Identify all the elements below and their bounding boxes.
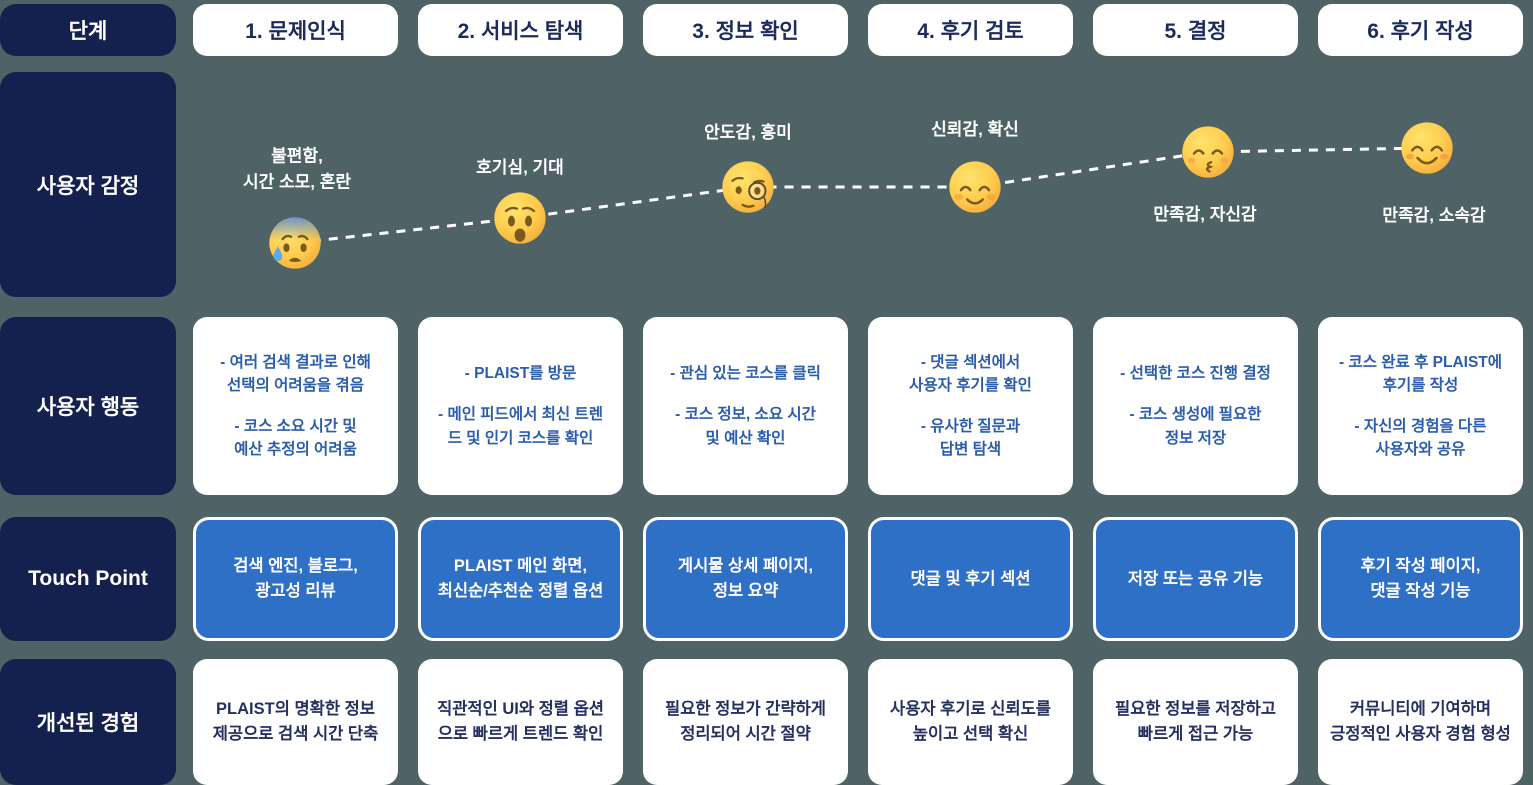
- user-action-item: - 관심 있는 코스를 클릭: [670, 365, 821, 383]
- touch-point-label: 후기 작성 페이지, 댓글 작성 기능: [1360, 557, 1481, 600]
- stage-header: 4. 후기 검토: [868, 4, 1073, 56]
- touch-point-label: 게시물 상세 페이지, 정보 요약: [677, 557, 814, 600]
- emotion-cell: 신뢰감, 확신: [868, 72, 1073, 297]
- touch-point-label: PLAIST 메인 화면, 최신순/추천순 정렬 옵션: [437, 557, 604, 600]
- anxious-sweat-emoji-icon: [267, 215, 323, 271]
- emotion-cell: 안도감, 흥미: [643, 72, 848, 297]
- improved-experience-label: 필요한 정보가 간략하게 정리되어 시간 절약: [665, 700, 826, 743]
- user-action-item: - 선택한 코스 진행 결정: [1120, 365, 1271, 383]
- improved-experience-label: 사용자 후기로 신뢰도를 높이고 선택 확신: [890, 700, 1051, 743]
- improved-experience-card: PLAIST의 명확한 정보 제공으로 검색 시간 단축: [193, 659, 398, 785]
- user-action-item: - 메인 피드에서 최신 트렌 드 및 인기 코스를 확인: [438, 406, 603, 447]
- improved-experience-label: 필요한 정보를 저장하고 빠르게 접근 가능: [1115, 700, 1276, 743]
- stage-header: 5. 결정: [1093, 4, 1298, 56]
- touch-point-label: 검색 엔진, 블로그, 광고성 리뷰: [233, 557, 358, 600]
- emotion-cell: 만족감, 소속감: [1318, 72, 1523, 297]
- user-action-item: - PLAIST를 방문: [464, 365, 577, 383]
- improved-experience-card: 직관적인 UI와 정렬 옵션 으로 빠르게 트렌드 확인: [418, 659, 623, 785]
- user-action-item: - 코스 생성에 필요한 정보 저장: [1129, 406, 1262, 447]
- emotion-label: 안도감, 흥미: [704, 122, 792, 142]
- smiling-blush-emoji-icon: [1399, 120, 1455, 176]
- row-label-improved: 개선된 경험: [0, 659, 176, 785]
- stage-header-label: 6. 후기 작성: [1367, 20, 1474, 43]
- stage-header: 3. 정보 확인: [643, 4, 848, 56]
- emotion-label: 만족감, 자신감: [1153, 204, 1257, 224]
- improved-experience-card: 커뮤니티에 기여하며 긍정적인 사용자 경험 형성: [1318, 659, 1523, 785]
- user-action-card: - PLAIST를 방문 - 메인 피드에서 최신 트렌 드 및 인기 코스를 …: [418, 317, 623, 495]
- user-action-item: - 코스 소요 시간 및 예산 추정의 어려움: [234, 418, 357, 459]
- user-action-card: - 여러 검색 결과로 인해 선택의 어려움을 겪음 - 코스 소요 시간 및 …: [193, 317, 398, 495]
- user-action-item: - 댓글 섹션에서 사용자 후기를 확인: [909, 353, 1032, 394]
- user-action-card: - 선택한 코스 진행 결정 - 코스 생성에 필요한 정보 저장: [1093, 317, 1298, 495]
- emotion-cell: 불편함, 시간 소모, 혼란: [193, 72, 398, 297]
- monocle-emoji-icon: [720, 159, 776, 215]
- emotion-label: 호기심, 기대: [476, 157, 564, 177]
- touch-point-card: 저장 또는 공유 기능: [1093, 517, 1298, 641]
- stage-header-label: 5. 결정: [1164, 20, 1227, 43]
- row-label-stage: 단계: [0, 4, 176, 56]
- kissing-emoji-icon: [1180, 124, 1236, 180]
- row-label-emotion: 사용자 감정: [0, 72, 176, 297]
- emotion-cell: 만족감, 자신감: [1093, 72, 1298, 297]
- touch-point-card: PLAIST 메인 화면, 최신순/추천순 정렬 옵션: [418, 517, 623, 641]
- touch-point-label: 댓글 및 후기 섹션: [910, 569, 1031, 588]
- touch-point-label: 저장 또는 공유 기능: [1127, 569, 1264, 588]
- stage-header: 2. 서비스 탐색: [418, 4, 623, 56]
- touch-point-card: 후기 작성 페이지, 댓글 작성 기능: [1318, 517, 1523, 641]
- improved-experience-label: 커뮤니티에 기여하며 긍정적인 사용자 경험 형성: [1330, 700, 1511, 743]
- touch-point-card: 댓글 및 후기 섹션: [868, 517, 1073, 641]
- emotion-label: 불편함, 시간 소모, 혼란: [242, 146, 352, 192]
- touch-point-card: 검색 엔진, 블로그, 광고성 리뷰: [193, 517, 398, 641]
- touch-point-card: 게시물 상세 페이지, 정보 요약: [643, 517, 848, 641]
- user-action-card: - 관심 있는 코스를 클릭 - 코스 정보, 소요 시간 및 예산 확인: [643, 317, 848, 495]
- stage-header: 1. 문제인식: [193, 4, 398, 56]
- relieved-smile-emoji-icon: [947, 159, 1003, 215]
- stage-header-label: 4. 후기 검토: [917, 20, 1024, 43]
- user-action-item: - 자신의 경험을 다른 사용자와 공유: [1354, 418, 1487, 459]
- astonished-emoji-icon: [492, 190, 548, 246]
- emotion-label: 만족감, 소속감: [1382, 205, 1486, 225]
- emotion-cell: 호기심, 기대: [418, 72, 623, 297]
- user-action-item: - 유사한 질문과 답변 탐색: [920, 418, 1021, 459]
- emotion-label: 신뢰감, 확신: [931, 119, 1019, 139]
- improved-experience-card: 필요한 정보가 간략하게 정리되어 시간 절약: [643, 659, 848, 785]
- user-action-item: - 코스 정보, 소요 시간 및 예산 확인: [675, 406, 816, 447]
- stage-header-label: 1. 문제인식: [245, 20, 346, 43]
- row-label-touchpoint: Touch Point: [0, 517, 176, 641]
- improved-experience-card: 필요한 정보를 저장하고 빠르게 접근 가능: [1093, 659, 1298, 785]
- stage-header-label: 2. 서비스 탐색: [457, 20, 584, 43]
- improved-experience-label: PLAIST의 명확한 정보 제공으로 검색 시간 단축: [212, 700, 379, 743]
- user-action-card: - 댓글 섹션에서 사용자 후기를 확인 - 유사한 질문과 답변 탐색: [868, 317, 1073, 495]
- improved-experience-card: 사용자 후기로 신뢰도를 높이고 선택 확신: [868, 659, 1073, 785]
- stage-header-label: 3. 정보 확인: [692, 20, 799, 43]
- row-label-action: 사용자 행동: [0, 317, 176, 495]
- user-action-item: - 여러 검색 결과로 인해 선택의 어려움을 겪음: [220, 353, 371, 394]
- user-action-item: - 코스 완료 후 PLAIST에 후기를 작성: [1338, 353, 1503, 394]
- stage-header: 6. 후기 작성: [1318, 4, 1523, 56]
- user-action-card: - 코스 완료 후 PLAIST에 후기를 작성 - 자신의 경험을 다른 사용…: [1318, 317, 1523, 495]
- improved-experience-label: 직관적인 UI와 정렬 옵션 으로 빠르게 트렌드 확인: [437, 700, 604, 743]
